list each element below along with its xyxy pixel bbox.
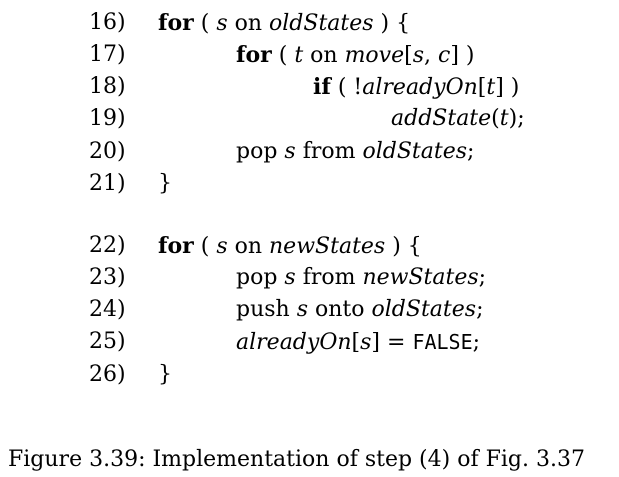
line-number: 20)	[89, 139, 126, 164]
code-token: (	[193, 234, 217, 259]
line-number: 19)	[89, 106, 126, 131]
code-token: ;	[476, 297, 484, 322]
code-text: pop s from oldStates;	[236, 137, 474, 167]
variable: oldStates	[269, 11, 374, 36]
line-number: 21)	[89, 171, 126, 196]
code-text: for ( s on newStates ) {	[158, 231, 422, 262]
variable: oldStates	[362, 139, 468, 164]
code-text: alreadyOn[s] = FALSE;	[236, 327, 480, 358]
code-token: onto	[308, 297, 372, 322]
code-token: from	[295, 265, 363, 290]
code-token: ] )	[495, 75, 520, 100]
constant: FALSE	[412, 330, 473, 354]
code-text: pop s from newStates;	[236, 263, 486, 293]
variable: oldStates	[371, 297, 477, 322]
code-token: pop	[236, 265, 285, 290]
variable: newStates	[269, 234, 386, 259]
code-token: push	[236, 297, 297, 322]
figure-caption: Figure 3.39: Implementation of step (4) …	[8, 447, 585, 472]
variable: s	[284, 265, 296, 290]
function-name: addState	[391, 106, 492, 131]
line-number: 25)	[89, 329, 126, 354]
code-text: for ( t on move[s, c] )	[236, 40, 475, 71]
code-token: on	[227, 11, 270, 36]
variable: move	[344, 43, 405, 68]
line-number: 16)	[89, 10, 126, 35]
keyword: for	[158, 233, 194, 259]
variable: c	[438, 43, 451, 68]
code-token: );	[508, 106, 525, 131]
code-token: [	[477, 75, 487, 100]
variable: s	[216, 11, 228, 36]
closing-brace: }	[158, 171, 172, 196]
line-number: 24)	[89, 297, 126, 322]
code-token: ;	[478, 265, 487, 290]
code-text: }	[158, 360, 172, 390]
variable: t	[294, 43, 304, 68]
closing-brace: }	[158, 362, 172, 387]
line-number: 26)	[89, 362, 126, 387]
line-number: 18)	[89, 74, 126, 99]
code-token: [	[351, 330, 361, 355]
keyword: if	[313, 74, 331, 100]
keyword: for	[236, 42, 272, 68]
code-text: for ( s on oldStates ) {	[158, 8, 410, 39]
code-token: ] =	[371, 330, 413, 355]
variable: t	[499, 106, 509, 131]
code-token: pop	[236, 139, 285, 164]
variable: newStates	[362, 265, 479, 290]
code-text: push s onto oldStates;	[236, 295, 483, 325]
variable: s	[284, 139, 296, 164]
code-token: ( !	[330, 75, 363, 100]
variable: s	[216, 234, 228, 259]
code-token: ;	[467, 139, 475, 164]
code-token: (	[491, 106, 500, 131]
variable: s	[296, 297, 309, 322]
code-text: }	[158, 169, 172, 199]
line-number: 23)	[89, 265, 126, 290]
variable: alreadyOn	[236, 330, 352, 355]
code-token: (	[193, 11, 217, 36]
variable: s	[412, 43, 425, 68]
variable: alreadyOn	[362, 75, 478, 100]
variable: t	[486, 75, 496, 100]
code-token: ,	[424, 43, 439, 68]
keyword: for	[158, 10, 194, 36]
code-text: if ( !alreadyOn[t] )	[313, 72, 519, 103]
variable: s	[360, 330, 372, 355]
code-token: ] )	[450, 43, 475, 68]
line-number: 17)	[89, 42, 126, 67]
code-token: [	[404, 43, 413, 68]
code-token: ;	[472, 330, 481, 355]
code-token: ) {	[373, 11, 411, 36]
code-token: on	[227, 234, 270, 259]
line-number: 22)	[89, 233, 126, 258]
code-text: addState(t);	[391, 104, 525, 134]
code-token: on	[303, 43, 345, 68]
code-token: (	[271, 43, 295, 68]
code-token: ) {	[385, 234, 422, 259]
code-token: from	[295, 139, 363, 164]
